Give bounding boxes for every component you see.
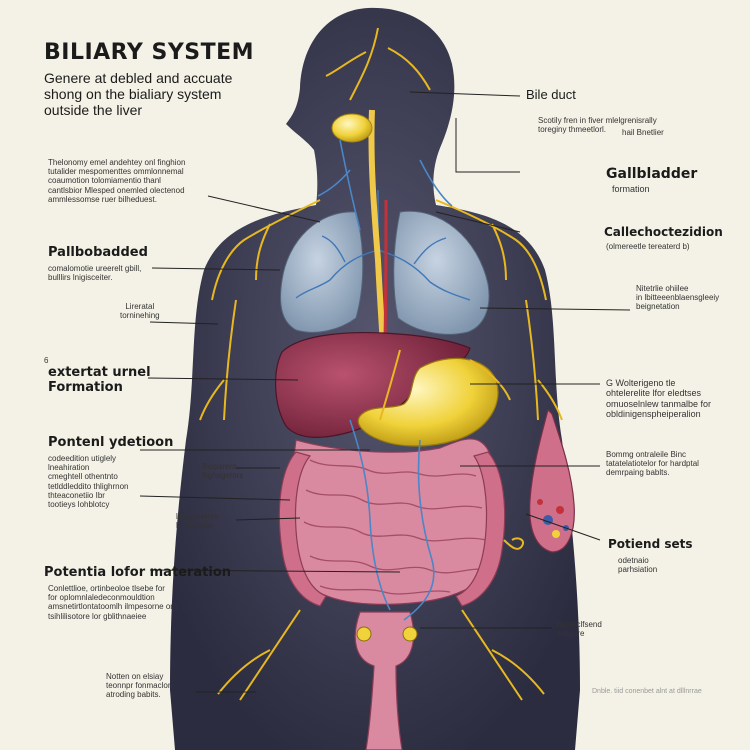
bioparesa-note-line: Bioparers bbox=[202, 462, 237, 471]
pontenl-note-line: lneahiration bbox=[48, 463, 90, 473]
nitetrde-note-line: Nitetrlie ohiilee bbox=[636, 284, 689, 293]
botsecl-note-line: Botseclfsend bbox=[556, 620, 602, 629]
bile-duct-note-line: Scotily fren in fiver mlelgrenisrally bbox=[538, 116, 657, 125]
hail-note: hail Bnetlier bbox=[622, 128, 664, 137]
intro-note-line: ammlessomse ruer bilheduest. bbox=[48, 194, 157, 204]
pallbobadded-note: comalomotie ureerelt gbill, bulllirs lni… bbox=[48, 264, 141, 282]
nitetrde-note-line: beignetation bbox=[636, 302, 680, 312]
bommg-note: Bommg ontraleile Binc tatatelatiotelor f… bbox=[606, 450, 699, 478]
pelvic-node-left bbox=[356, 626, 372, 642]
number-six: 6 bbox=[44, 356, 49, 365]
potentia-heading: Potentia lofor materation bbox=[44, 565, 232, 580]
potiend-heading: Potiend sets bbox=[608, 537, 693, 551]
page-title: BILIARY SYSTEM bbox=[44, 40, 255, 65]
g-note: G Wolterigeno tle ohtelerelite lfor eled… bbox=[606, 378, 711, 419]
colon-left bbox=[455, 451, 506, 607]
bile-duct-note-line: toreginy thmeetlorl. bbox=[538, 125, 607, 135]
pallbobadded-note-line: bulllirs lnigisceiter. bbox=[48, 273, 113, 283]
right-lung bbox=[393, 210, 490, 335]
pelvic-structure bbox=[354, 611, 415, 750]
potiend-note: odetnaio parhsiation bbox=[618, 556, 657, 574]
potiend-note-line: parhsiation bbox=[618, 565, 658, 575]
g-note-line: omuoselnlew tanmalbe for bbox=[606, 398, 712, 409]
head-bile-sac bbox=[331, 113, 373, 143]
pontenl-note-line: tetlddleddito thlighrnon bbox=[48, 481, 129, 491]
bommg-note-line: tatatelatiotelor for hardptal bbox=[606, 459, 699, 469]
pontenl-heading: Pontenl ydetioon bbox=[48, 435, 174, 450]
bommg-note-line: Bommg ontraleile Binc bbox=[606, 450, 687, 459]
bottom-note-line: teonnpr fonmaclon bbox=[106, 681, 173, 691]
nitetrde-note-line: in lbitteeenblaensgleeiy bbox=[636, 293, 720, 303]
intro-note-line: coaumotion tolomiamentio thanl bbox=[48, 176, 161, 186]
intro-note-line: cantlsbior Mlesped onemled olectenod bbox=[48, 185, 185, 195]
subtitle-line: shong on the bialiary system bbox=[44, 86, 222, 103]
calle-heading: Callechoctezidion bbox=[604, 225, 723, 239]
bioparesa-note: Bioparers ltighagetors bbox=[202, 462, 243, 480]
subtitle-line: Genere at debled and accuate bbox=[44, 70, 233, 86]
nitetrde-note: Nitetrlie ohiilee in lbitteeenblaensglee… bbox=[636, 284, 719, 312]
extertal-heading: extertat urnel Formation bbox=[48, 365, 151, 396]
extertal-heading-line: extertat urnel bbox=[48, 365, 151, 380]
pontenl-note: codeedition utiglely lneahiration cmeght… bbox=[48, 454, 129, 509]
colon-right bbox=[278, 451, 327, 607]
faint-footnote: Dnble. tiid conenbet alnt at dlllnrrae bbox=[592, 688, 702, 695]
intro-note: Thelonomy emel andehtey onl finghion tut… bbox=[48, 158, 185, 204]
left-lung bbox=[280, 211, 364, 333]
pelvic-node-right bbox=[402, 626, 418, 642]
calle-subheading: (olmereetle tereaterd b) bbox=[606, 242, 690, 251]
extertal-heading-line: Formation bbox=[48, 379, 123, 395]
bottom-note-line: Notten on elsiay bbox=[106, 672, 164, 681]
potentia-note-line: for oplomnlaledeconmouldtion bbox=[48, 593, 155, 603]
pontenl-note-line: tootieys lohblotcy bbox=[48, 499, 110, 509]
intro-note-line: tutalider mespomenttes ommlonnemal bbox=[48, 167, 184, 177]
bommg-note-line: demrpaing bablts. bbox=[606, 468, 670, 478]
bottom-note: Notten on elsiay teonnpr fonmaclon atrod… bbox=[106, 672, 172, 700]
intro-note-line: Thelonomy emel andehtey onl finghion bbox=[48, 158, 186, 167]
botsecl-note: Botseclfsend dnligure bbox=[556, 620, 602, 638]
pontenl-note-line: thteaconetiio Ibr bbox=[48, 490, 105, 500]
bioparesa-note-line: ltighagetors bbox=[202, 471, 244, 481]
potiend-note-line: odetnaio bbox=[618, 556, 649, 565]
subtitle: Genere at debled and accuate shong on th… bbox=[44, 70, 232, 118]
vessel-network bbox=[317, 139, 453, 621]
esophagus bbox=[368, 109, 387, 361]
lireral-note: Lireratal torninehing bbox=[120, 302, 160, 320]
illegiamate-note-line: bnenaliste bbox=[176, 521, 213, 531]
potentia-note-line: Conlettlioe, ortinbeoloe tlsebe for bbox=[48, 584, 165, 593]
leader-lines bbox=[139, 91, 631, 693]
pallbobadded-note-line: comalomotie ureerelt gbill, bbox=[48, 264, 142, 273]
bile-duct-label: Bile duct bbox=[526, 87, 576, 102]
pontenl-note-line: cmeghtell othentnto bbox=[48, 472, 118, 482]
potentia-note: Conlettlioe, ortinbeoloe tlsebe for for … bbox=[48, 584, 179, 621]
g-note-line: G Wolterigeno tle bbox=[606, 378, 676, 388]
g-note-line: ohtelerelite lfor eledtses bbox=[606, 388, 702, 399]
bottom-note-line: atroding babits. bbox=[106, 690, 161, 700]
nerve-network bbox=[199, 27, 563, 701]
gallbladder-subheading: formation bbox=[612, 184, 650, 194]
bronchial-tree bbox=[295, 190, 471, 301]
potentia-note-line: amsnetirtlontatoomlh ilmpesorne ony bbox=[48, 602, 179, 612]
intestines bbox=[278, 438, 506, 607]
gallbladder-heading: Gallbladder bbox=[606, 166, 698, 182]
botsecl-note-line: dnligure bbox=[556, 629, 585, 639]
subtitle-line: outside the liver bbox=[44, 102, 143, 119]
illegiamate-note-line: lllegiamante bbox=[176, 512, 219, 521]
bile-duct-note: Scotily fren in fiver mlelgrenisrally to… bbox=[538, 116, 657, 134]
pallbobadded-heading: Pallbobadded bbox=[48, 245, 148, 260]
potentia-note-line: tsihlilisotore lor gblithnaeiee bbox=[48, 611, 147, 621]
lireral-note-line: torninehing bbox=[120, 311, 160, 321]
lireral-note-line: Lireratal bbox=[125, 302, 155, 311]
pontenl-note-line: codeedition utiglely bbox=[48, 454, 117, 463]
illegiamate-note: lllegiamante bnenaliste bbox=[176, 512, 219, 530]
g-note-line: obldinigenspheiperalion bbox=[606, 409, 701, 420]
